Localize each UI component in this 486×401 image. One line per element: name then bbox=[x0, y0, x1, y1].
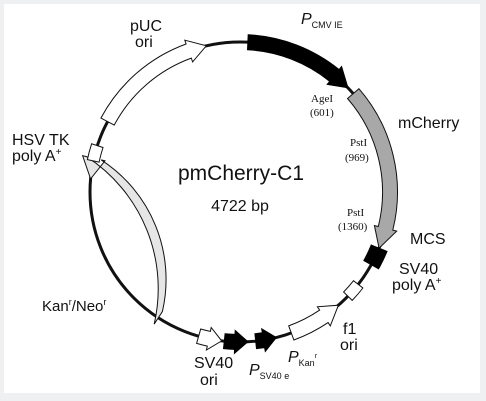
sv40-promoter-arrow bbox=[222, 329, 249, 355]
sv40-polya-box bbox=[342, 280, 364, 302]
plasmid-map: pmCherry-C1 4722 bp PCMV IE AgeI (601) m… bbox=[12, 11, 459, 389]
puc-ori-label-line1: pUC bbox=[130, 18, 162, 35]
sv40-ori-arrow bbox=[195, 326, 223, 352]
sv40-polya-label-line2: poly A+ bbox=[392, 276, 442, 294]
psti-969-name: PstI bbox=[350, 137, 367, 149]
agei-site-position: (601) bbox=[310, 107, 334, 119]
plasmid-size: 4722 bp bbox=[211, 198, 269, 215]
puc-ori-arrow bbox=[100, 39, 208, 126]
cmv-promoter-label: PCMV IE bbox=[301, 11, 343, 30]
mcs-label: MCS bbox=[410, 231, 446, 248]
sv40-ori-label-line2: ori bbox=[200, 372, 218, 389]
hsv-tk-label-line2: poly A+ bbox=[12, 147, 62, 165]
hsv-tk-label-line1: HSV TK bbox=[12, 132, 70, 149]
agei-site-name: AgeI bbox=[311, 93, 333, 105]
mcherry-label: mCherry bbox=[398, 115, 459, 132]
f1-ori-label-line2: ori bbox=[340, 337, 358, 354]
kan-neo-label: Kanr/Neor bbox=[42, 297, 106, 315]
psti-1360-name: PstI bbox=[347, 207, 364, 219]
psti-969-position: (969) bbox=[345, 152, 369, 164]
diagram-panel: pmCherry-C1 4722 bp PCMV IE AgeI (601) m… bbox=[4, 4, 480, 393]
puc-ori-label-line2: ori bbox=[135, 34, 153, 51]
kan-promoter-arrow bbox=[254, 327, 278, 353]
f1-ori-arrow bbox=[288, 304, 340, 341]
sv40-polya-label-line1: SV40 bbox=[399, 261, 438, 278]
plasmid-name: pmCherry-C1 bbox=[178, 162, 304, 185]
sv40-ori-label-line1: SV40 bbox=[194, 355, 233, 372]
kan-neo-gene-arrow bbox=[81, 155, 167, 325]
f1-ori-label-line1: f1 bbox=[343, 321, 356, 338]
mcs-box bbox=[363, 244, 388, 270]
sv40-promoter-label: PSV40 e bbox=[249, 362, 289, 381]
cmv-promoter-arrow bbox=[246, 34, 349, 89]
kan-promoter-label: PKanr bbox=[288, 349, 318, 368]
hsv-tk-polya-box bbox=[86, 143, 104, 163]
psti-1360-position: (1360) bbox=[338, 221, 368, 233]
